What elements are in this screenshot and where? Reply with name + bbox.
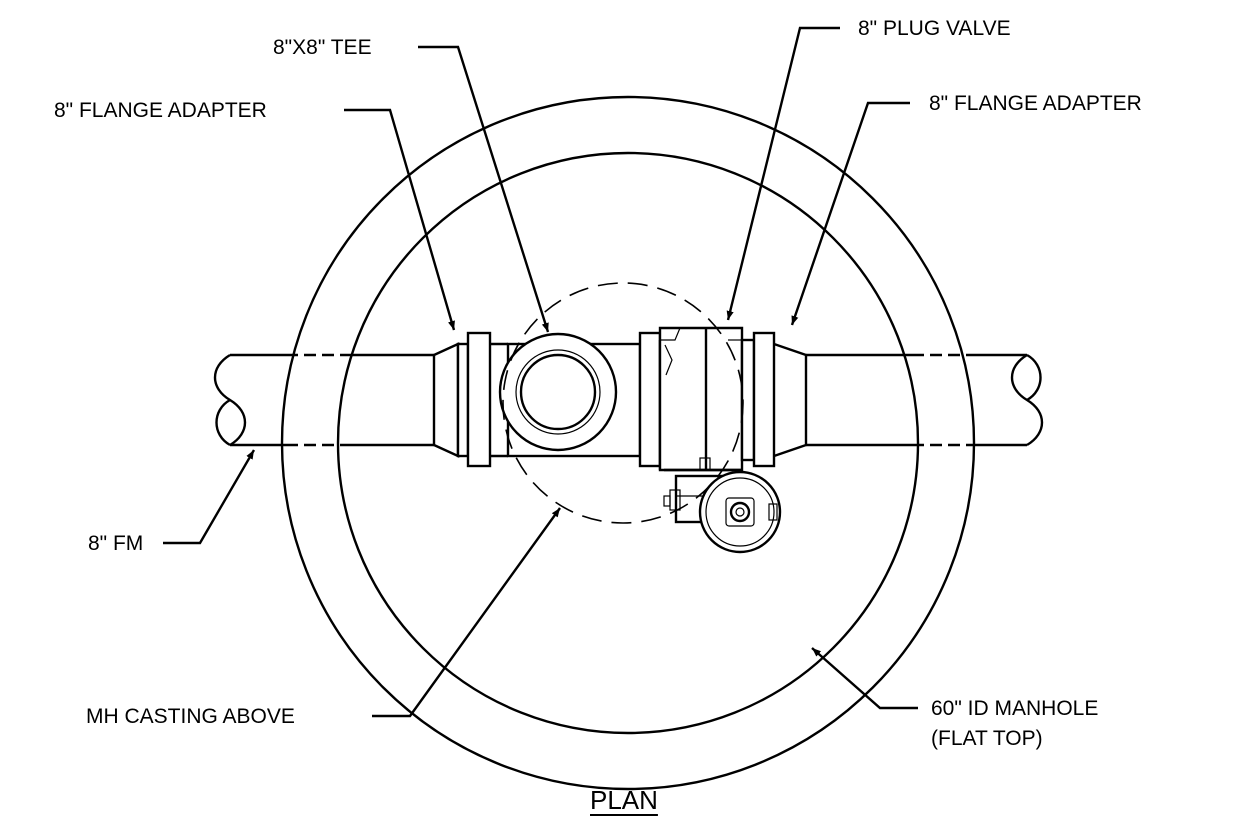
valve-operator [663, 470, 782, 554]
label-mh-casting: MH CASTING ABOVE [86, 705, 295, 728]
tee-branch-inner [519, 353, 597, 431]
label-manhole-line2: (FLAT TOP) [931, 727, 1043, 750]
force-main-left [213, 353, 434, 447]
flange-adapter-right [773, 342, 808, 458]
label-manhole-line1: 60" ID MANHOLE [931, 697, 1099, 720]
label-flange-adapter-right: 8" FLANGE ADAPTER [929, 92, 1142, 115]
leader-flange-right [790, 101, 910, 326]
leader-manhole [811, 647, 918, 710]
handwheel [698, 470, 782, 554]
mh-casting-outline [502, 282, 744, 524]
leader-plug-valve [726, 26, 840, 321]
manhole-outer-wall [280, 95, 976, 791]
leader-flange-left [344, 108, 456, 331]
leader-force-main [163, 449, 256, 545]
tee-branch-outer [498, 332, 618, 452]
label-force-main: 8" FM [88, 532, 144, 555]
manhole-inner-wall [336, 151, 920, 735]
label-tee: 8"X8" TEE [273, 36, 372, 59]
leader-tee [418, 45, 550, 333]
label-plug-valve: 8" PLUG VALVE [858, 17, 1011, 40]
manhole-outline [280, 95, 976, 791]
force-main-right [806, 353, 1044, 447]
plug-valve [638, 326, 776, 472]
flange-adapter-left [432, 331, 508, 468]
leader-lines [163, 26, 918, 718]
tee-fitting [498, 332, 642, 458]
label-flange-adapter-left: 8" FLANGE ADAPTER [54, 99, 267, 122]
leader-mh-casting [372, 507, 561, 718]
drawing-title: PLAN [590, 785, 658, 815]
